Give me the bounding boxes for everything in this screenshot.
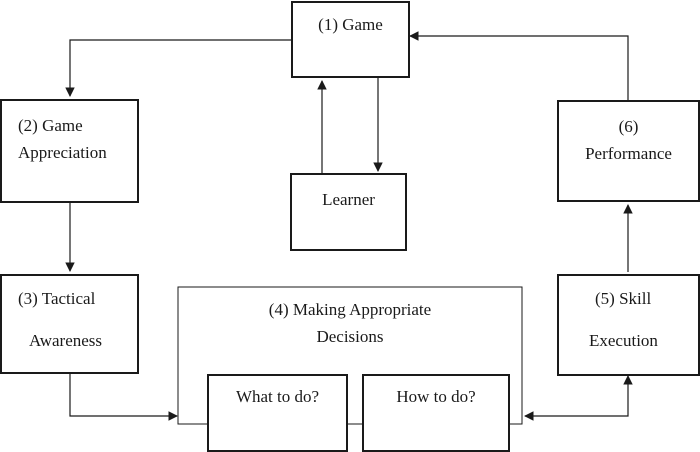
node-tactical-line2: Awareness — [29, 331, 103, 350]
arrow-tactical-to-decisions — [69, 374, 178, 421]
node-appreciation-line1: (2) Game — [18, 116, 83, 135]
node-performance-line1: (6) — [618, 117, 639, 136]
node-how-label: How to do? — [396, 387, 476, 406]
node-tactical-line1: (3) Tactical — [18, 289, 96, 308]
node-game: (1) Game — [291, 1, 410, 78]
node-decisions-line1: (4) Making Appropriate — [268, 300, 432, 319]
node-learner: Learner — [290, 173, 407, 251]
node-learner-label: Learner — [322, 190, 375, 209]
node-game-appreciation: (2) Game Appreciation — [0, 99, 139, 203]
node-skill-line1: (5) Skill — [595, 289, 652, 308]
node-how-to-do: How to do? — [362, 374, 510, 452]
node-skill-line2: Execution — [589, 331, 658, 350]
node-what-label: What to do? — [235, 387, 320, 406]
arrow-performance-to-game — [409, 31, 629, 100]
node-performance: (6) Performance — [557, 100, 700, 202]
decisions-frame — [177, 286, 523, 425]
node-skill-execution: (5) Skill Execution — [557, 274, 700, 376]
node-tactical-awareness: (3) Tactical Awareness — [0, 274, 139, 374]
node-decisions-line2: Decisions — [316, 327, 384, 346]
node-performance-line2: Performance — [585, 144, 672, 163]
arrow-game-to-appreciation — [65, 39, 291, 97]
node-game-label: (1) Game — [318, 15, 383, 34]
node-what-to-do: What to do? — [207, 374, 348, 452]
node-appreciation-line2: Appreciation — [18, 143, 107, 162]
arrow-decisions-to-skill — [524, 375, 633, 421]
